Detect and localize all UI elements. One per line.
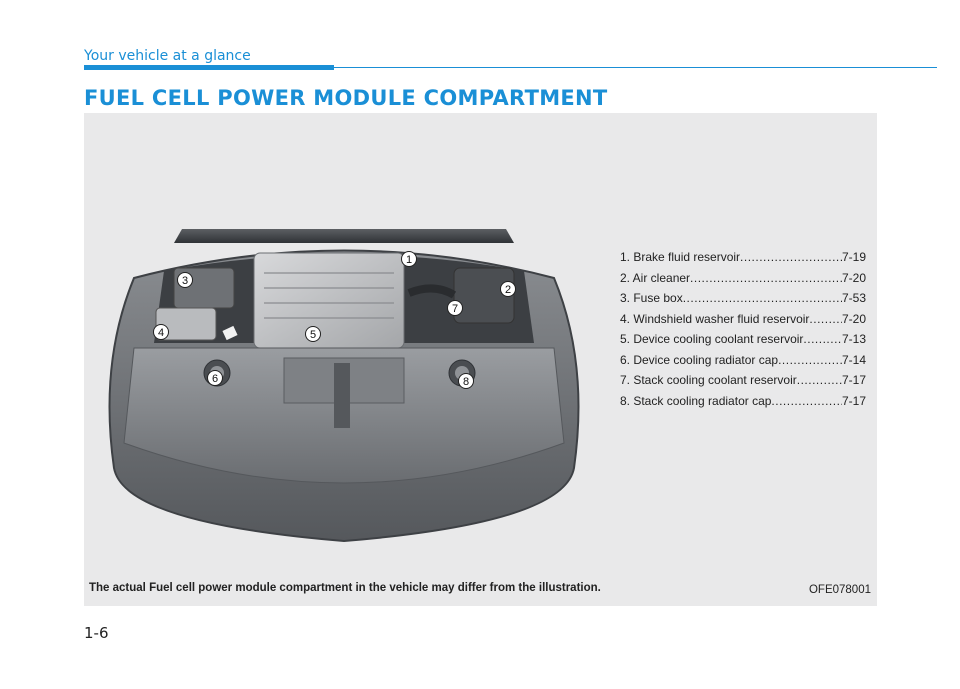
callout-5: 5 <box>305 326 321 342</box>
callout-4: 4 <box>153 324 169 340</box>
figure-note: The actual Fuel cell power module compar… <box>89 582 601 594</box>
legend-item: 8. Stack cooling radiator cap7-17 <box>620 391 866 412</box>
svg-text:2: 2 <box>505 284 511 296</box>
callout-2: 2 <box>500 281 516 297</box>
figure-box: 1 2 3 4 5 6 7 8 1. Brak <box>84 113 877 606</box>
legend-list: 1. Brake fluid reservoir7-19 2. Air clea… <box>620 247 866 411</box>
legend-item: 4. Windshield washer fluid reservoir7-20 <box>620 309 866 330</box>
svg-text:6: 6 <box>212 373 218 385</box>
callout-1: 1 <box>401 251 417 267</box>
header-rule-thick <box>84 65 334 70</box>
legend-item: 7. Stack cooling coolant reservoir7-17 <box>620 370 866 391</box>
page-title: FUEL CELL POWER MODULE COMPARTMENT <box>84 86 608 110</box>
legend-item: 3. Fuse box7-53 <box>620 288 866 309</box>
svg-text:1: 1 <box>406 254 412 266</box>
callout-7: 7 <box>447 300 463 316</box>
legend-item: 5. Device cooling coolant reservoir7-13 <box>620 329 866 350</box>
engine-compartment-illustration: 1 2 3 4 5 6 7 8 <box>108 229 580 543</box>
page-number: 1-6 <box>84 624 109 642</box>
figure-code: OFE078001 <box>808 584 871 596</box>
svg-text:4: 4 <box>158 327 164 339</box>
header-rule-thin <box>334 67 937 68</box>
callout-3: 3 <box>177 272 193 288</box>
svg-text:8: 8 <box>463 376 469 388</box>
legend-item: 6. Device cooling radiator cap7-14 <box>620 350 866 371</box>
svg-text:7: 7 <box>452 303 458 315</box>
section-label: Your vehicle at a glance <box>84 48 251 64</box>
legend-item: 2. Air cleaner7-20 <box>620 268 866 289</box>
svg-text:5: 5 <box>310 329 316 341</box>
legend-item: 1. Brake fluid reservoir7-19 <box>620 247 866 268</box>
svg-text:3: 3 <box>182 275 188 287</box>
callout-8: 8 <box>458 373 474 389</box>
callout-6: 6 <box>207 370 223 386</box>
